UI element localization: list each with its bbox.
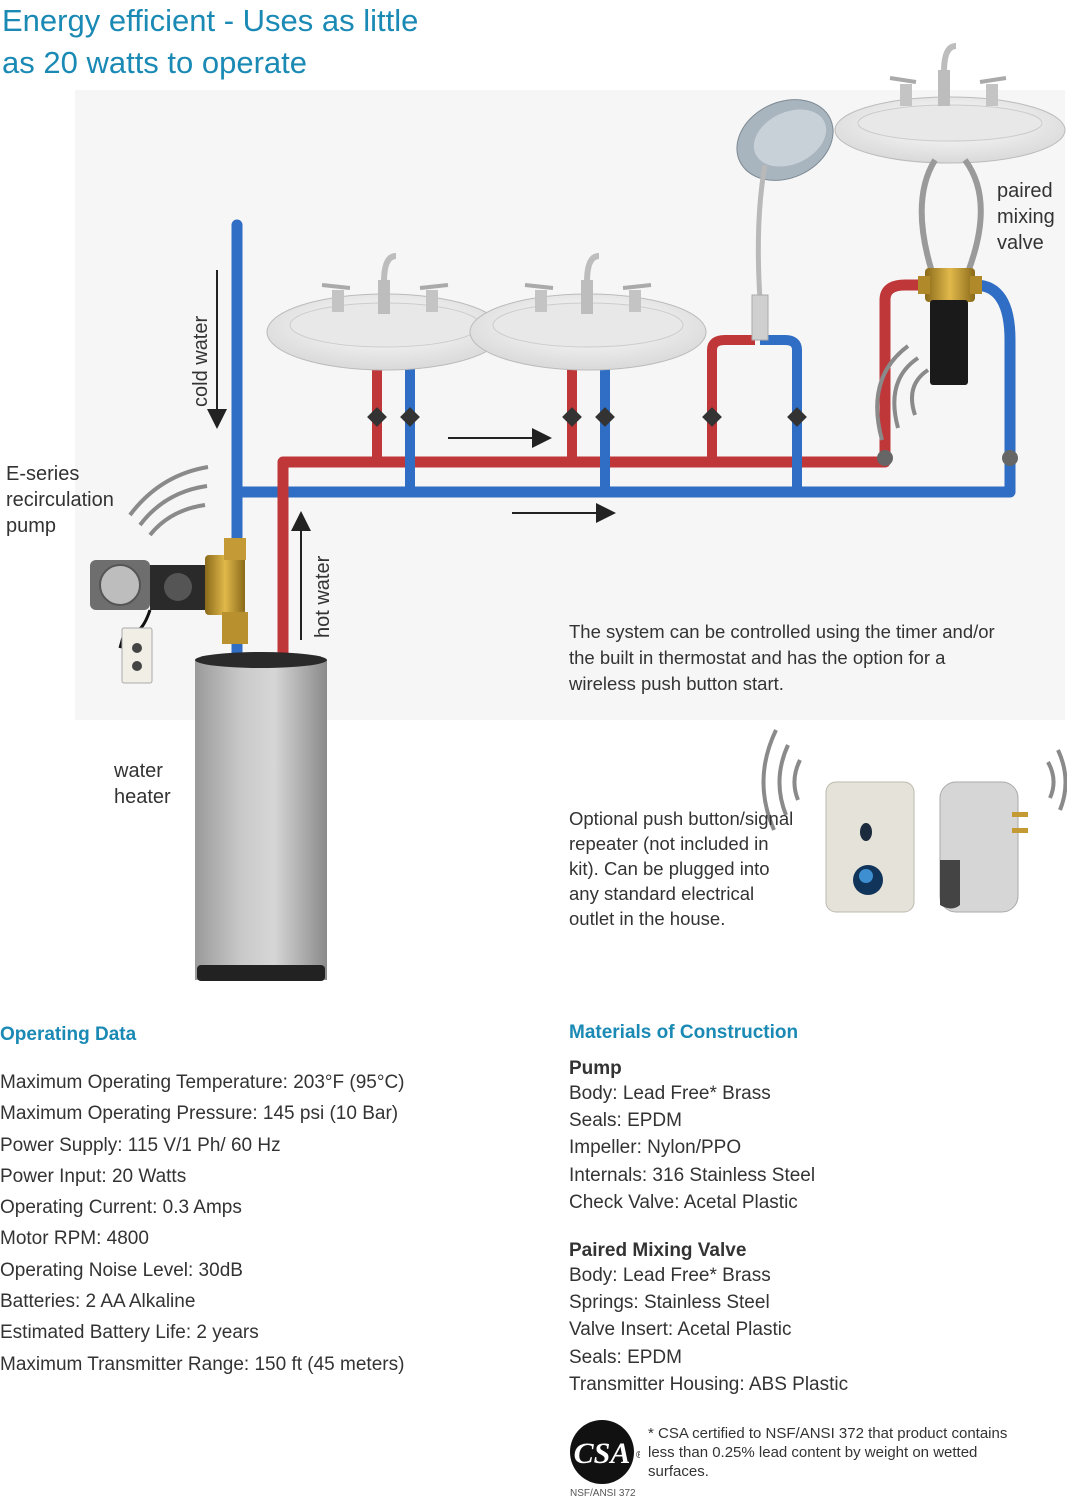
- recirculation-pump: [90, 538, 248, 649]
- list-item: Estimated Battery Life: 2 years: [0, 1322, 259, 1344]
- list-item: Batteries: 2 AA Alkaline: [0, 1291, 196, 1313]
- list-item: Valve Insert: Acetal Plastic: [569, 1319, 792, 1341]
- list-item: Seals: EPDM: [569, 1346, 682, 1368]
- sink-2: [469, 253, 707, 371]
- hot-water-supply-pipe: [277, 279, 935, 665]
- list-item: Maximum Operating Pressure: 145 psi (10 …: [0, 1103, 399, 1125]
- signal-repeater-device: [939, 781, 1028, 913]
- operating-data-list: Maximum Operating Temperature: 203°F (95…: [0, 1067, 520, 1380]
- cold-return-pipe: [974, 279, 1016, 455]
- braided-hose-left: [918, 158, 938, 273]
- certification-footnote: * CSA certified to NSF/ANSI 372 that pro…: [648, 1425, 1008, 1480]
- device-signal-waves: [761, 729, 1067, 831]
- materials-heading: Materials of Construction: [569, 1022, 799, 1043]
- mixing-valve: [918, 268, 982, 385]
- list-item: Operating Current: 0.3 Amps: [0, 1197, 242, 1219]
- valve-signal-waves: [875, 344, 930, 441]
- list-item: Internals: 316 Stainless Steel: [569, 1164, 816, 1186]
- title-line-2: as 20 watts to operate: [2, 45, 308, 80]
- pump-materials-heading: Pump: [569, 1058, 622, 1079]
- nsf-label: NSF/ANSI 372: [570, 1488, 636, 1499]
- list-item: Transmitter Housing: ABS Plastic: [569, 1373, 849, 1395]
- sink-3: [834, 43, 1066, 164]
- page-title: Energy efficient - Uses as little as 20 …: [2, 0, 562, 84]
- valve-materials-heading: Paired Mixing Valve: [569, 1240, 747, 1262]
- list-item: Springs: Stainless Steel: [569, 1292, 770, 1314]
- system-control-note: The system can be controlled using the t…: [569, 621, 995, 694]
- operating-data-heading: Operating Data: [0, 1024, 137, 1045]
- cold-water-label: cold water: [190, 315, 212, 407]
- shutoff-valves: [367, 407, 1018, 466]
- water-heater-tank: [195, 652, 327, 981]
- list-item: Check Valve: Acetal Plastic: [569, 1191, 798, 1213]
- pump-signal-waves: [128, 465, 209, 537]
- list-item: Operating Noise Level: 30dB: [0, 1259, 243, 1281]
- list-item: Impeller: Nylon/PPO: [569, 1137, 742, 1159]
- braided-hose-right: [962, 158, 984, 274]
- list-item: Body: Lead Free* Brass: [569, 1083, 771, 1104]
- shower-cold-riser: [760, 335, 802, 492]
- water-heater-label: water heater: [114, 760, 171, 808]
- operating-data-section: Operating Data Maximum Operating Tempera…: [0, 1024, 520, 1380]
- list-item: Maximum Transmitter Range: 150 ft (45 me…: [0, 1353, 405, 1375]
- registered-mark: ®: [636, 1450, 640, 1461]
- list-item: Maximum Operating Temperature: 203°F (95…: [0, 1072, 405, 1093]
- optional-device-note: Optional push button/signal repeater (no…: [569, 808, 794, 929]
- list-item: Power Supply: 115 V/1 Ph/ 60 Hz: [0, 1134, 281, 1156]
- title-line-1: Energy efficient - Uses as little: [2, 3, 419, 38]
- push-button-device: [825, 781, 915, 913]
- list-item: Seals: EPDM: [569, 1110, 682, 1132]
- wall-outlet: [121, 627, 153, 684]
- list-item: Body: Lead Free* Brass: [569, 1265, 771, 1287]
- list-item: Power Input: 20 Watts: [0, 1165, 187, 1187]
- plumbing-diagram: [90, 43, 1067, 981]
- sink-1: [266, 253, 504, 371]
- pump-label: E-series recirculation pump: [6, 463, 114, 537]
- paired-mixing-valve-label: paired mixing valve: [997, 180, 1055, 254]
- materials-section: Materials of Construction Pump Body: Lea…: [569, 1022, 1049, 1398]
- csa-logo-text: CSA: [574, 1437, 631, 1470]
- valve-materials-list: Body: Lead Free* Brass Springs: Stainles…: [569, 1262, 1049, 1398]
- hot-water-label: hot water: [312, 555, 334, 638]
- csa-logo: CSA ®: [570, 1420, 640, 1484]
- cold-water-supply-pipe: [237, 455, 1016, 498]
- pump-materials-list: Body: Lead Free* Brass Seals: EPDM Impel…: [569, 1080, 1049, 1216]
- list-item: Motor RPM: 4800: [0, 1228, 149, 1250]
- shower-hot-riser: [707, 335, 755, 462]
- shower-head: [736, 99, 834, 341]
